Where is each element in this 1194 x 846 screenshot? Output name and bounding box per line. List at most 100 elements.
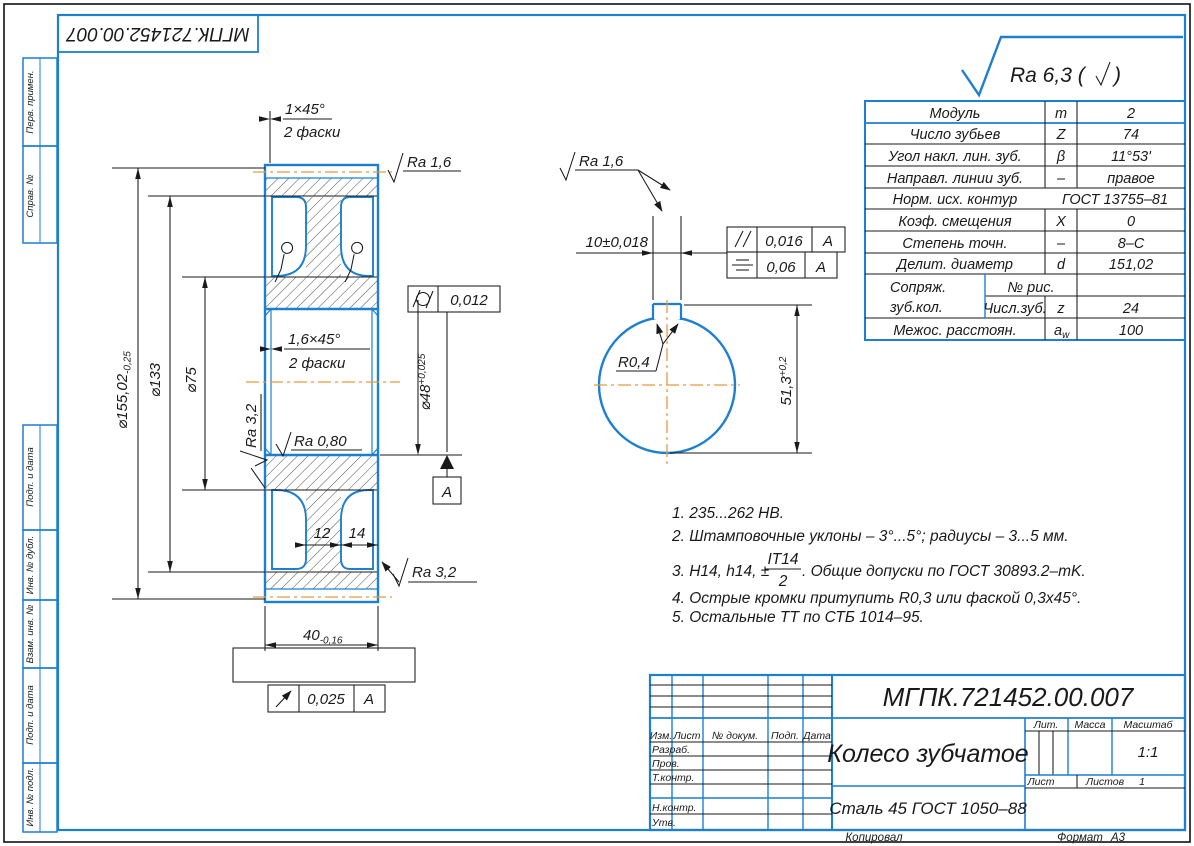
param-sym: m xyxy=(1055,106,1067,122)
title-block: МГПК.721452.00.007 Колесо зубчатое Сталь… xyxy=(648,673,1187,832)
param-sym: β xyxy=(1056,149,1065,165)
param-label: Коэф. смещения xyxy=(898,214,1011,230)
sheet-frame: МГПК.721452.00.007 xyxy=(3,3,1191,843)
tech-item-3b: . Общие допуски по ГОСТ 30893.2–mK. xyxy=(802,563,1086,580)
param-sublabel: Числ.зуб. xyxy=(983,301,1046,317)
pocket-top-right xyxy=(340,196,374,277)
margin-label-perv: Перв. примен. xyxy=(25,70,36,133)
radius-callout: R0,4 xyxy=(616,323,679,372)
row-nkontr: Н.контр. xyxy=(652,802,696,814)
param-sym: a xyxy=(1054,323,1062,339)
col-dokum: № докум. xyxy=(712,730,758,742)
cylindricity-tolerance-frame: 0,012 xyxy=(407,285,501,313)
dim-d133: ⌀133 xyxy=(147,362,164,397)
svg-text:51,3+0,2: 51,3+0,2 xyxy=(778,356,795,405)
param-val: правое xyxy=(1107,171,1155,187)
part-name: Колесо зубчатое xyxy=(827,740,1028,768)
param-val: 8–С xyxy=(1118,236,1145,252)
lit-header: Лит. xyxy=(1033,719,1059,731)
param-val: 0 xyxy=(1127,214,1135,230)
dim-key-width: 10±0,018 xyxy=(586,234,649,251)
symmetry-datum: А xyxy=(815,259,826,276)
dim-chamfer-bore-note: 2 фаски xyxy=(288,355,346,372)
roughness-check-icon xyxy=(961,35,1183,98)
svg-text:Ra 3,2: Ra 3,2 xyxy=(243,403,260,448)
param-label: Угол накл. лин. зуб. xyxy=(887,149,1021,165)
dim-chamfer-bore: 1,6×45° xyxy=(288,331,340,348)
ra-mark-top: Ra 1,6 xyxy=(387,152,461,184)
col-list: Лист xyxy=(672,730,700,742)
parallelism-tolerance-frame: 0,016 А xyxy=(726,226,846,253)
param-sublabel: № рис. xyxy=(1007,280,1054,296)
dim-chamfer-top: 1×45° xyxy=(285,101,325,118)
param-label: Модуль xyxy=(930,106,981,122)
svg-text:aw: aw xyxy=(1054,323,1070,341)
roughness-check-icon xyxy=(387,152,404,184)
pocket-top-left xyxy=(271,196,307,277)
dim-w40: 40 xyxy=(303,627,320,644)
top-stamp-box xyxy=(57,14,259,53)
param-val: 11°53' xyxy=(1111,149,1152,165)
runout-icon xyxy=(275,690,292,708)
technical-requirements: 1. 235...262 НВ. 2. Штамповочные уклоны … xyxy=(671,505,1086,626)
dim-depth: 51,3 xyxy=(778,376,795,406)
svg-text:Ra 1,6: Ra 1,6 xyxy=(579,153,624,170)
no-removal-icon xyxy=(274,241,294,283)
param-val: 151,02 xyxy=(1109,257,1153,273)
ra-mark-bottom: Ra 3,2 xyxy=(381,557,477,588)
param-sym: Z xyxy=(1056,127,1067,143)
roughness-check-icon xyxy=(392,557,409,588)
top-stamp-code: МГПК.721452.00.007 xyxy=(65,23,250,44)
svg-text:⌀48+0,025: ⌀48+0,025 xyxy=(417,353,434,410)
bore-keyway-view: 10±0,018 0,016 А 0,06 А Ra 1,6 xyxy=(559,151,846,468)
ra-mark-keyway: Ra 1,6 xyxy=(559,151,671,212)
svg-text:40-0,16: 40-0,16 xyxy=(303,627,343,647)
datum-letter: А xyxy=(441,484,452,501)
param-sym: – xyxy=(1056,171,1066,187)
no-removal-icon xyxy=(344,241,364,283)
param-val: 100 xyxy=(1119,323,1143,339)
parallelism-datum: А xyxy=(822,233,833,250)
masshtab-header: Масштаб xyxy=(1123,719,1173,731)
parallelism-icon xyxy=(734,230,744,248)
runout-tolerance-frame xyxy=(267,684,386,713)
general-roughness-close: ) xyxy=(1111,64,1121,87)
param-val: ГОСТ 13755–81 xyxy=(1062,192,1168,208)
roughness-check-icon xyxy=(275,431,292,458)
roughness-check-icon xyxy=(239,450,269,467)
tech-item-3a: 3. H14, h14, ± xyxy=(672,563,770,580)
param-sym: X xyxy=(1055,214,1067,230)
param-sym: z xyxy=(1056,301,1065,317)
tech-item-1: 1. 235...262 НВ. xyxy=(672,505,784,522)
listov-value: 1 xyxy=(1139,776,1145,788)
runout-value: 0,025 xyxy=(307,691,345,708)
tech-item-4: 4. Острые кромки притупить R0,3 или фаск… xyxy=(672,590,1081,607)
massa-header: Масса xyxy=(1074,719,1105,731)
scale-value: 1:1 xyxy=(1138,744,1159,761)
margin-label-vzam: Взам. инв. № xyxy=(25,605,36,664)
param-val: 24 xyxy=(1122,301,1139,317)
svg-text:⌀155,02-0,25: ⌀155,02-0,25 xyxy=(114,351,134,429)
tech-frac-den: 2 xyxy=(778,573,788,590)
param-label: Число зубьев xyxy=(910,127,1001,143)
symmetry-tolerance-frame: 0,06 А xyxy=(726,251,838,279)
datum-triangle-icon xyxy=(440,455,454,469)
format-value: А3 xyxy=(1110,832,1126,844)
row-utv: Утв. xyxy=(651,817,676,829)
parallelism-value: 0,016 xyxy=(765,233,803,250)
list-label: Лист xyxy=(1026,776,1054,788)
margin-label-inv-dubl: Инв. № дубл. xyxy=(25,536,36,594)
dim-d155: ⌀155,02 xyxy=(114,373,131,429)
col-podp: Подп. xyxy=(771,730,799,742)
runout-datum: А xyxy=(363,691,374,708)
param-sym: – xyxy=(1056,236,1066,252)
param-label: зуб.кол. xyxy=(889,300,943,316)
param-label: Степень точн. xyxy=(902,236,1007,252)
margin-label-podp1: Подп. и дата xyxy=(25,447,36,506)
col-data: Дата xyxy=(802,730,831,742)
param-label: Межос. расстоян. xyxy=(893,323,1016,339)
section-view-dimensions: ⌀155,02-0,25 ⌀133 ⌀75 1×45° 2 фаски 1,6×… xyxy=(112,101,501,651)
symmetry-value: 0,06 xyxy=(766,259,796,276)
tech-item-2: 2. Штамповочные уклоны – 3°...5°; радиус… xyxy=(671,528,1069,545)
